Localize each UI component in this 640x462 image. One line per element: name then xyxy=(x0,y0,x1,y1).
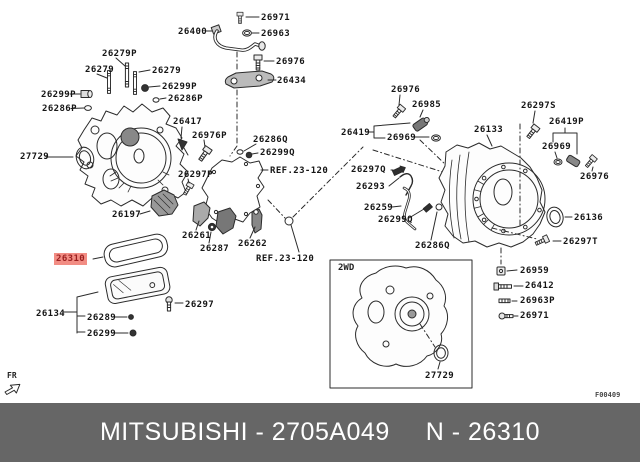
part-label[interactable]: 26400 xyxy=(178,27,208,37)
side-cover-gasket-art xyxy=(201,156,269,225)
part-label[interactable]: 26971 xyxy=(520,311,550,321)
part-label[interactable]: 26976 xyxy=(391,85,421,95)
part-label[interactable]: 26297 xyxy=(185,300,215,310)
banner-brand-and-part: MITSUBISHI - 2705A049 xyxy=(99,418,390,446)
part-label[interactable]: 26136 xyxy=(574,213,604,223)
part-label[interactable]: 27729 xyxy=(20,152,50,162)
left-case-art xyxy=(75,103,189,207)
part-label[interactable]: 26289 xyxy=(87,313,117,323)
fr-direction-label: FR xyxy=(7,371,17,380)
part-label[interactable]: 26297P xyxy=(178,170,213,180)
part-label[interactable]: 26297T xyxy=(563,237,598,247)
part-label[interactable]: 26197 xyxy=(112,210,142,220)
part-label[interactable]: 26434 xyxy=(277,76,307,86)
part-label[interactable]: 26971 xyxy=(261,13,291,23)
part-label[interactable]: 26969 xyxy=(387,133,417,143)
part-label[interactable]: 26985 xyxy=(412,100,442,110)
fr-arrow-icon xyxy=(4,383,21,395)
part-label[interactable]: 26279P xyxy=(102,49,137,59)
part-label[interactable]: 26963 xyxy=(261,29,291,39)
part-label[interactable]: 26976 xyxy=(580,172,610,182)
oil-pipe-26400 xyxy=(205,11,277,157)
part-label[interactable]: 26419P xyxy=(549,117,584,127)
part-label[interactable]: 26412 xyxy=(525,281,555,291)
part-label[interactable]: 26286Q xyxy=(253,135,288,145)
part-label[interactable]: 26976P xyxy=(192,131,227,141)
part-label[interactable]: 26293 xyxy=(356,182,386,192)
part-label[interactable]: 26279 xyxy=(85,65,115,75)
2wd-inset-box xyxy=(329,259,473,389)
part-label[interactable]: 26299Q xyxy=(260,148,295,158)
part-label[interactable]: 26417 xyxy=(173,117,203,127)
part-label[interactable]: 26297S xyxy=(521,101,556,111)
part-label[interactable]: 26299 xyxy=(87,329,117,339)
part-info-banner: MITSUBISHI - 2705A049 N - 26310 xyxy=(0,403,640,462)
part-label[interactable]: 26286Q xyxy=(415,241,450,251)
oil-pan-gasket-26310-art xyxy=(103,233,169,268)
part-label[interactable]: 26299P xyxy=(162,82,197,92)
part-label[interactable]: 26262 xyxy=(238,239,268,249)
part-label[interactable]: 26286P xyxy=(168,94,203,104)
part-label[interactable]: 26133 xyxy=(474,125,504,135)
2wd-box-label: 2WD xyxy=(338,263,355,273)
part-label[interactable]: 26286P xyxy=(42,104,77,114)
part-label[interactable]: 26134 xyxy=(36,309,66,319)
part-label-ref[interactable]: REF.23-120 xyxy=(270,166,329,176)
part-label[interactable]: 26963P xyxy=(520,296,555,306)
part-label[interactable]: 27729 xyxy=(425,371,455,381)
part-label[interactable]: 26297Q xyxy=(351,165,386,175)
part-label[interactable]: 26279 xyxy=(152,66,182,76)
part-label[interactable]: 26261 xyxy=(182,231,212,241)
part-label-ref[interactable]: REF.23-120 xyxy=(256,254,315,264)
part-label[interactable]: 26969 xyxy=(542,142,572,152)
banner-selected-number: N - 26310 xyxy=(425,418,541,446)
figure-code: F00409 xyxy=(595,391,621,399)
part-label[interactable]: 26299P xyxy=(41,90,76,100)
part-label[interactable]: 26299Q xyxy=(378,215,413,225)
right-case-art xyxy=(438,142,546,248)
part-label-highlighted[interactable]: 26310 xyxy=(54,253,88,265)
part-label[interactable]: 26959 xyxy=(520,266,550,276)
part-label[interactable]: 26419 xyxy=(341,128,371,138)
part-label[interactable]: 26976 xyxy=(276,57,306,67)
part-label[interactable]: 26287 xyxy=(200,244,230,254)
part-label[interactable]: 26259 xyxy=(364,203,394,213)
oil-pan-art xyxy=(104,266,171,304)
